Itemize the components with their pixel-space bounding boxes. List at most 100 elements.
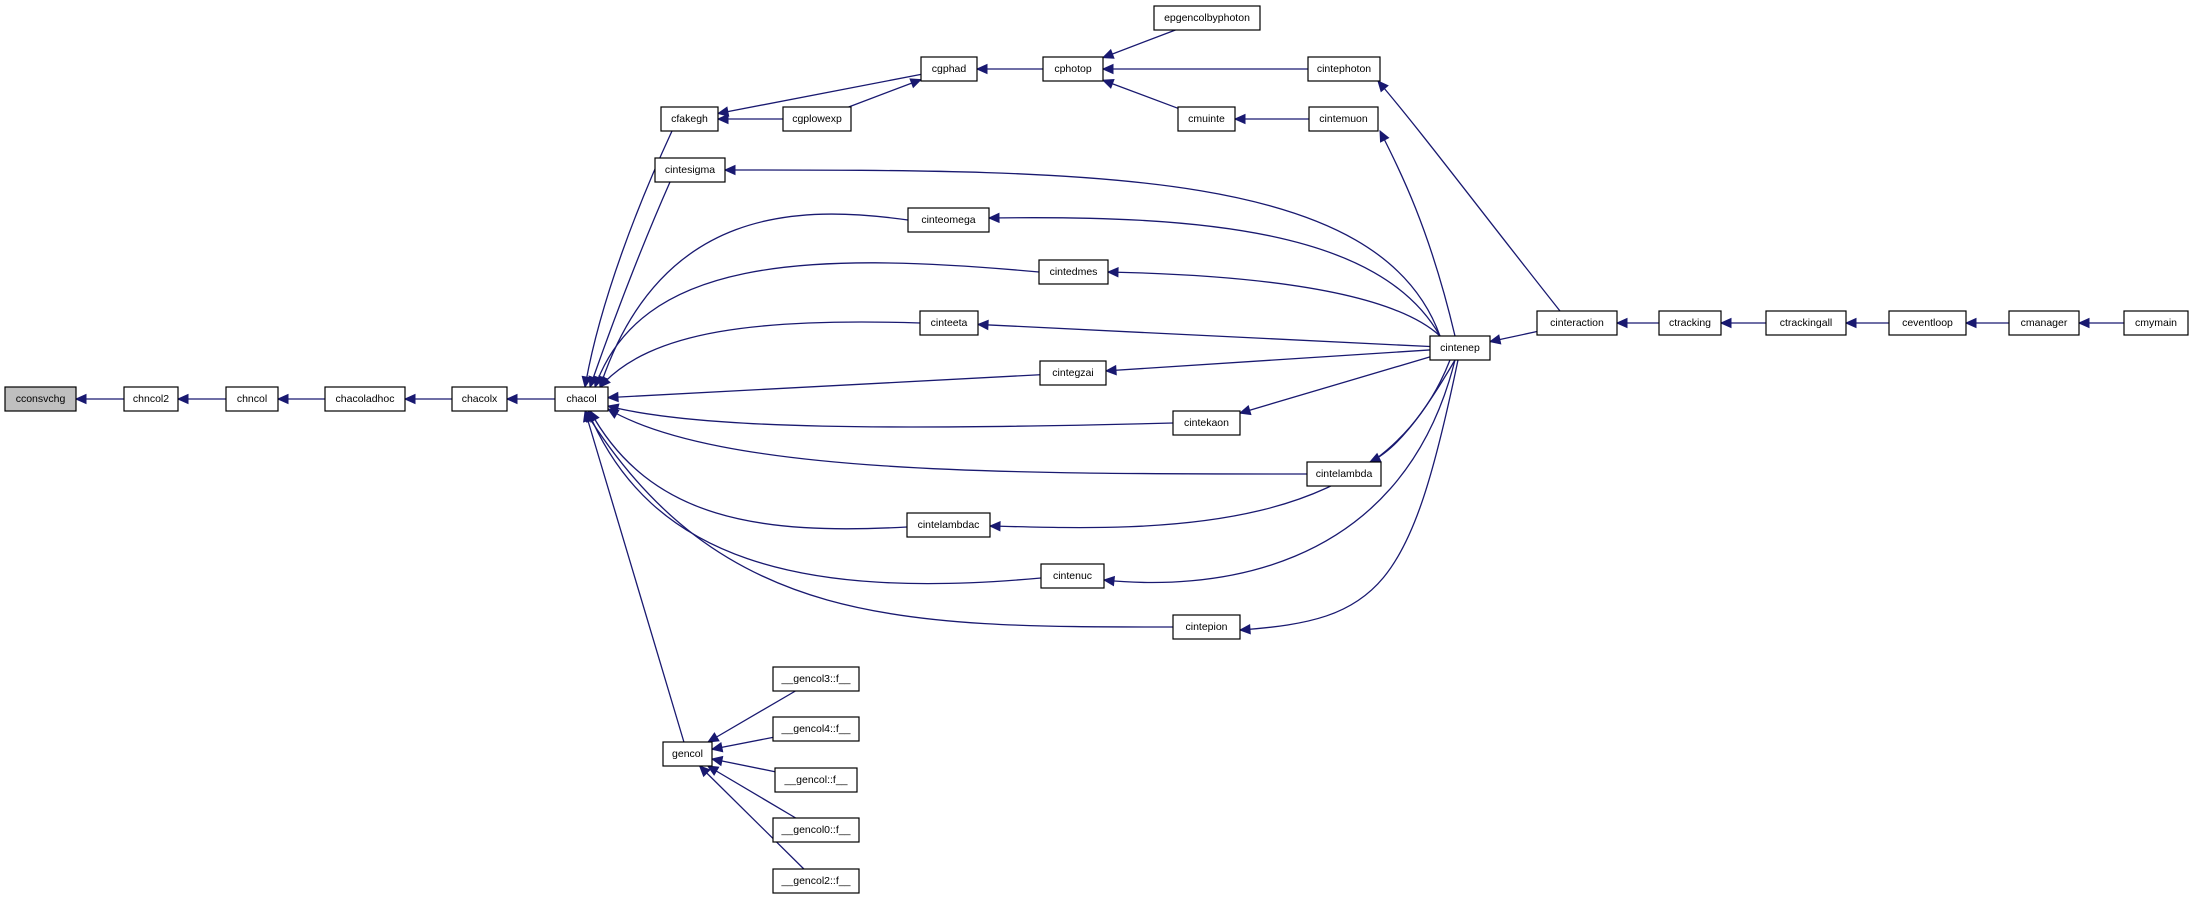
- node-cinteeta[interactable]: cinteeta: [919, 310, 979, 336]
- node-epgencolbyphoton[interactable]: epgencolbyphoton: [1153, 5, 1261, 31]
- node-box-cgplowexp[interactable]: [782, 106, 852, 132]
- node-box-cintegzai[interactable]: [1039, 360, 1107, 386]
- node-chacol[interactable]: chacol: [554, 386, 609, 412]
- node-cintelambda[interactable]: cintelambda: [1306, 461, 1382, 487]
- edge-cintenep-to-cinteeta-arrowhead: [976, 319, 989, 331]
- edge-gencol-to-chacol-arrowhead: [583, 409, 594, 423]
- node-cintemuon[interactable]: cintemuon: [1308, 106, 1379, 132]
- node-box-gencol4[interactable]: [772, 716, 860, 742]
- node-box-gencol[interactable]: [662, 741, 713, 767]
- node-box-ctracking[interactable]: [1658, 310, 1722, 336]
- edge-cinteraction-to-cintenep-arrowhead: [1488, 334, 1502, 345]
- node-box-cmuinte[interactable]: [1177, 106, 1236, 132]
- node-box-cintemuon[interactable]: [1308, 106, 1379, 132]
- node-box-cinteraction[interactable]: [1536, 310, 1618, 336]
- node-box-gencol_f[interactable]: [774, 767, 858, 793]
- node-label-cintesigma: cintesigma: [665, 164, 715, 176]
- edge-cintenep-to-cintekaon-arrowhead: [1238, 405, 1252, 416]
- node-cmanager[interactable]: cmanager: [2008, 310, 2080, 336]
- node-ceventloop[interactable]: ceventloop: [1888, 310, 1967, 336]
- node-ctrackingall[interactable]: ctrackingall: [1765, 310, 1847, 336]
- node-label-cgplowexp: cgplowexp: [792, 113, 842, 125]
- node-cfakegh[interactable]: cfakegh: [660, 106, 719, 132]
- node-cintenep[interactable]: cintenep: [1429, 335, 1491, 361]
- node-gencol[interactable]: gencol: [662, 741, 713, 767]
- node-box-cinteomega[interactable]: [907, 207, 990, 233]
- node-chncol[interactable]: chncol: [225, 386, 279, 412]
- edge-cgphad-to-cphotop-arrowhead: [975, 63, 988, 75]
- node-box-cintephoton[interactable]: [1307, 56, 1381, 82]
- node-box-chacoladhoc[interactable]: [324, 386, 406, 412]
- node-box-cinteeta[interactable]: [919, 310, 979, 336]
- node-chacoladhoc[interactable]: chacoladhoc: [324, 386, 406, 412]
- node-box-epgencolbyphoton[interactable]: [1153, 5, 1261, 31]
- node-cintesigma[interactable]: cintesigma: [654, 157, 726, 183]
- node-box-chncol2[interactable]: [123, 386, 179, 412]
- node-box-ctrackingall[interactable]: [1765, 310, 1847, 336]
- node-box-cphotop[interactable]: [1042, 56, 1104, 82]
- node-cintenuc[interactable]: cintenuc: [1040, 563, 1105, 589]
- node-gencol2[interactable]: __gencol2::f__: [772, 868, 860, 894]
- node-cconsvchg[interactable]: cconsvchg: [4, 386, 77, 412]
- node-box-chacol[interactable]: [554, 386, 609, 412]
- node-box-cintepion[interactable]: [1172, 614, 1241, 640]
- edge-chncol-to-chncol2-arrowhead: [176, 393, 189, 405]
- node-gencol0[interactable]: __gencol0::f__: [772, 817, 860, 843]
- node-box-cmanager[interactable]: [2008, 310, 2080, 336]
- node-cphotop[interactable]: cphotop: [1042, 56, 1104, 82]
- node-box-cfakegh[interactable]: [660, 106, 719, 132]
- node-cgphad[interactable]: cgphad: [920, 56, 978, 82]
- node-gencol3[interactable]: __gencol3::f__: [772, 666, 860, 692]
- node-label-cfakegh: cfakegh: [671, 113, 708, 125]
- edge-cintemuon-to-cmuinte-arrowhead: [1233, 113, 1246, 125]
- node-box-cintesigma[interactable]: [654, 157, 726, 183]
- edges-layer: [74, 29, 2124, 870]
- node-label-cmymain: cmymain: [2135, 317, 2177, 329]
- node-cmuinte[interactable]: cmuinte: [1177, 106, 1236, 132]
- edge-cintenep-to-cintekaon: [1239, 356, 1431, 414]
- edge-cintenuc-to-chacol: [587, 410, 1042, 585]
- node-box-gencol2[interactable]: [772, 868, 860, 894]
- node-box-cintenep[interactable]: [1429, 335, 1491, 361]
- edge-cintenep-to-cintepion-arrowhead: [1238, 623, 1251, 635]
- node-box-cintelambdac[interactable]: [906, 512, 991, 538]
- node-box-gencol3[interactable]: [772, 666, 860, 692]
- edge-gencol2-to-gencol: [699, 765, 805, 870]
- node-box-cintedmes[interactable]: [1038, 259, 1109, 285]
- node-box-cgphad[interactable]: [920, 56, 978, 82]
- node-cintedmes[interactable]: cintedmes: [1038, 259, 1109, 285]
- edge-cintenep-to-cintegzai: [1105, 349, 1431, 372]
- edge-cintenep-to-cintenuc: [1103, 359, 1456, 584]
- node-box-cintelambda[interactable]: [1306, 461, 1382, 487]
- node-box-chncol[interactable]: [225, 386, 279, 412]
- edge-cintepion-to-chacol: [584, 410, 1174, 628]
- node-chncol2[interactable]: chncol2: [123, 386, 179, 412]
- node-cgplowexp[interactable]: cgplowexp: [782, 106, 852, 132]
- node-box-gencol0[interactable]: [772, 817, 860, 843]
- node-chacolx[interactable]: chacolx: [451, 386, 508, 412]
- edge-gencol0-to-gencol-arrowhead: [706, 765, 720, 776]
- node-cintelambdac[interactable]: cintelambdac: [906, 512, 991, 538]
- nodes-layer: cconsvchg chncol2 chncol chacoladhoc chacolx…: [4, 5, 2189, 894]
- node-box-cintekaon[interactable]: [1172, 410, 1241, 436]
- node-label-gencol0: __gencol0::f__: [781, 824, 851, 836]
- node-cinteraction[interactable]: cinteraction: [1536, 310, 1618, 336]
- node-gencol4[interactable]: __gencol4::f__: [772, 716, 860, 742]
- node-box-cintenuc[interactable]: [1040, 563, 1105, 589]
- node-cintegzai[interactable]: cintegzai: [1039, 360, 1107, 386]
- node-label-gencol: gencol: [672, 748, 703, 760]
- node-box-chacolx[interactable]: [451, 386, 508, 412]
- node-cmymain[interactable]: cmymain: [2123, 310, 2189, 336]
- node-cintephoton[interactable]: cintephoton: [1307, 56, 1381, 82]
- node-cintekaon[interactable]: cintekaon: [1172, 410, 1241, 436]
- node-box-cconsvchg[interactable]: [4, 386, 77, 412]
- edge-cinteraction-to-cintephoton: [1377, 80, 1561, 312]
- node-cintepion[interactable]: cintepion: [1172, 614, 1241, 640]
- node-gencol_f[interactable]: __gencol::f__: [774, 767, 858, 793]
- edge-cintenep-to-cinteeta: [977, 323, 1431, 348]
- node-box-ceventloop[interactable]: [1888, 310, 1967, 336]
- edge-cintekaon-to-chacol: [607, 405, 1174, 428]
- node-cinteomega[interactable]: cinteomega: [907, 207, 990, 233]
- node-ctracking[interactable]: ctracking: [1658, 310, 1722, 336]
- node-box-cmymain[interactable]: [2123, 310, 2189, 336]
